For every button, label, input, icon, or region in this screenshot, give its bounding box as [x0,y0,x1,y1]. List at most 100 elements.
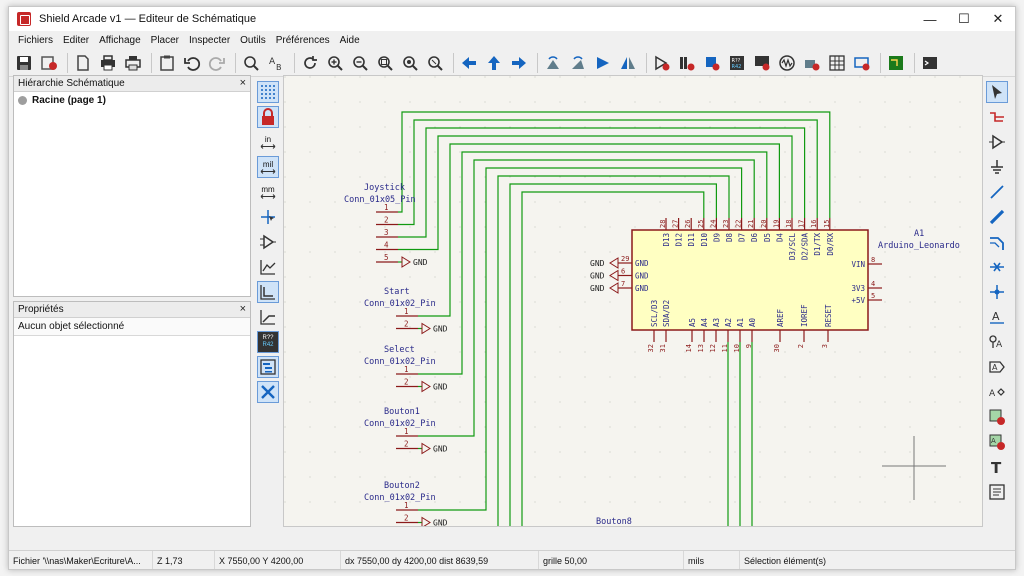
minimize-button[interactable]: — [913,7,947,31]
properties-panel-toggle-button[interactable] [257,381,279,403]
cursor-shape-button[interactable] [257,206,279,228]
arduino-top-pin-name: D1/TX [813,233,822,256]
select-tool-button[interactable] [986,81,1008,103]
simulator-button[interactable] [776,52,798,74]
add-textbox-button[interactable] [986,481,1008,503]
navigate-back-button[interactable] [458,52,480,74]
bouton1-pin-number: 2 [404,440,409,449]
menu-fichiers[interactable]: Fichiers [13,35,58,46]
grid-toggle-button[interactable] [257,81,279,103]
pcb-editor-button[interactable] [885,52,907,74]
symbol-editor-button[interactable] [651,52,673,74]
find-replace-button[interactable]: AB [265,52,287,74]
edit-fields-button[interactable] [801,52,823,74]
add-global-label-button[interactable]: A [986,356,1008,378]
arduino-top-pin-number: 18 [785,220,793,228]
add-bus-button[interactable] [986,206,1008,228]
menu-editer[interactable]: Editer [58,35,94,46]
redraw-button[interactable] [299,52,321,74]
menu-aide[interactable]: Aide [335,35,365,46]
pointer-icon [988,83,1006,101]
line-mode-45-button[interactable] [257,306,279,328]
mirror-horizontal-button[interactable] [617,52,639,74]
add-hier-label-button[interactable]: A [986,381,1008,403]
add-label-button[interactable]: A [986,306,1008,328]
joystick-value: Conn_01x05_Pin [344,195,416,205]
plot-button[interactable] [122,52,144,74]
add-symbol-button[interactable] [986,131,1008,153]
symbol-library-button[interactable] [676,52,698,74]
zoom-objects-button[interactable] [399,52,421,74]
arduino-top-pin-number: 22 [735,220,743,228]
hierarchy-panel-title: Hiérarchie Schématique [18,78,125,89]
page-settings-button[interactable] [72,52,94,74]
units-mils-button[interactable]: mil [257,156,279,178]
navigate-up-button[interactable] [483,52,505,74]
bus-entry-button[interactable] [986,231,1008,253]
zoom-fit-button[interactable] [374,52,396,74]
add-text-button[interactable]: T [986,456,1008,478]
close-button[interactable]: ✕ [981,7,1015,31]
menu-preferences[interactable]: Préférences [271,35,335,46]
line-mode-90-button[interactable] [257,281,279,303]
paste-button[interactable] [156,52,178,74]
mirror-vertical-button[interactable] [592,52,614,74]
bom-button[interactable] [826,52,848,74]
junction-icon [988,283,1006,301]
highlight-net-button[interactable] [986,106,1008,128]
menu-inspecter[interactable]: Inspecter [184,35,235,46]
status-mode: Sélection élément(s) [740,551,880,570]
units-inches-button[interactable]: in [257,131,279,153]
annotate-refs-button[interactable]: R??R42 [257,331,279,353]
add-netclass-button[interactable]: A [986,331,1008,353]
menu-placer[interactable]: Placer [146,35,184,46]
maximize-button[interactable]: ☐ [947,7,981,31]
grid-lock-button[interactable] [257,106,279,128]
arduino-top-pin-name: D2/SDA [801,233,810,261]
field-editor-button[interactable] [851,52,873,74]
units-mm-button[interactable]: mm [257,181,279,203]
menu-affichage[interactable]: Affichage [94,35,146,46]
redo-button[interactable] [206,52,228,74]
schematic-canvas[interactable]: JoystickConn_01x05_Pin12345GNDStartConn_… [283,75,983,527]
no-connect-button[interactable] [986,256,1008,278]
hidden-pins-button[interactable] [257,231,279,253]
hierarchy-panel-toggle-button[interactable] [257,356,279,378]
erc-icon [753,54,771,72]
menu-outils[interactable]: Outils [235,35,271,46]
rotate-ccw-button[interactable] [542,52,564,74]
erc-button[interactable] [751,52,773,74]
zoom-out-button[interactable] [349,52,371,74]
app-window: Shield Arcade v1 — Editeur de Schématiqu… [8,6,1016,570]
schematic-setup-button[interactable] [38,52,60,74]
import-sheet-pin-button[interactable]: A [986,431,1008,453]
hierarchy-panel-close-icon[interactable]: × [240,77,246,89]
footprint-assignment-button[interactable] [701,52,723,74]
line-mode-free-button[interactable] [257,256,279,278]
save-button[interactable] [13,52,35,74]
add-wire-button[interactable] [986,181,1008,203]
hierarchy-panel-header: Hiérarchie Schématique × [14,76,250,92]
rotate-cw-button[interactable] [567,52,589,74]
scripting-console-button[interactable] [919,52,941,74]
hierarchy-root-item[interactable]: Racine (page 1) [14,92,250,109]
junction-button[interactable] [986,281,1008,303]
navigate-forward-button[interactable] [508,52,530,74]
add-sheet-button[interactable] [986,406,1008,428]
properties-panel: Propriétés × Aucun objet sélectionné [13,301,251,527]
properties-panel-close-icon[interactable]: × [240,303,246,315]
gnd-label: GND [590,259,605,268]
print-button[interactable] [97,52,119,74]
rotate-cw-icon [569,54,587,72]
find-button[interactable] [240,52,262,74]
properties-panel-header: Propriétés × [14,302,250,318]
add-power-button[interactable] [986,156,1008,178]
arduino-ref: A1 [914,229,924,239]
properties-empty-message: Aucun objet sélectionné [14,318,250,336]
undo-button[interactable] [181,52,203,74]
zoom-selection-button[interactable] [424,52,446,74]
gnd-label: GND [433,325,448,334]
annotate-button[interactable]: R??R42 [726,52,748,74]
arduino-top-pin-name: D5 [763,233,772,242]
zoom-in-button[interactable] [324,52,346,74]
